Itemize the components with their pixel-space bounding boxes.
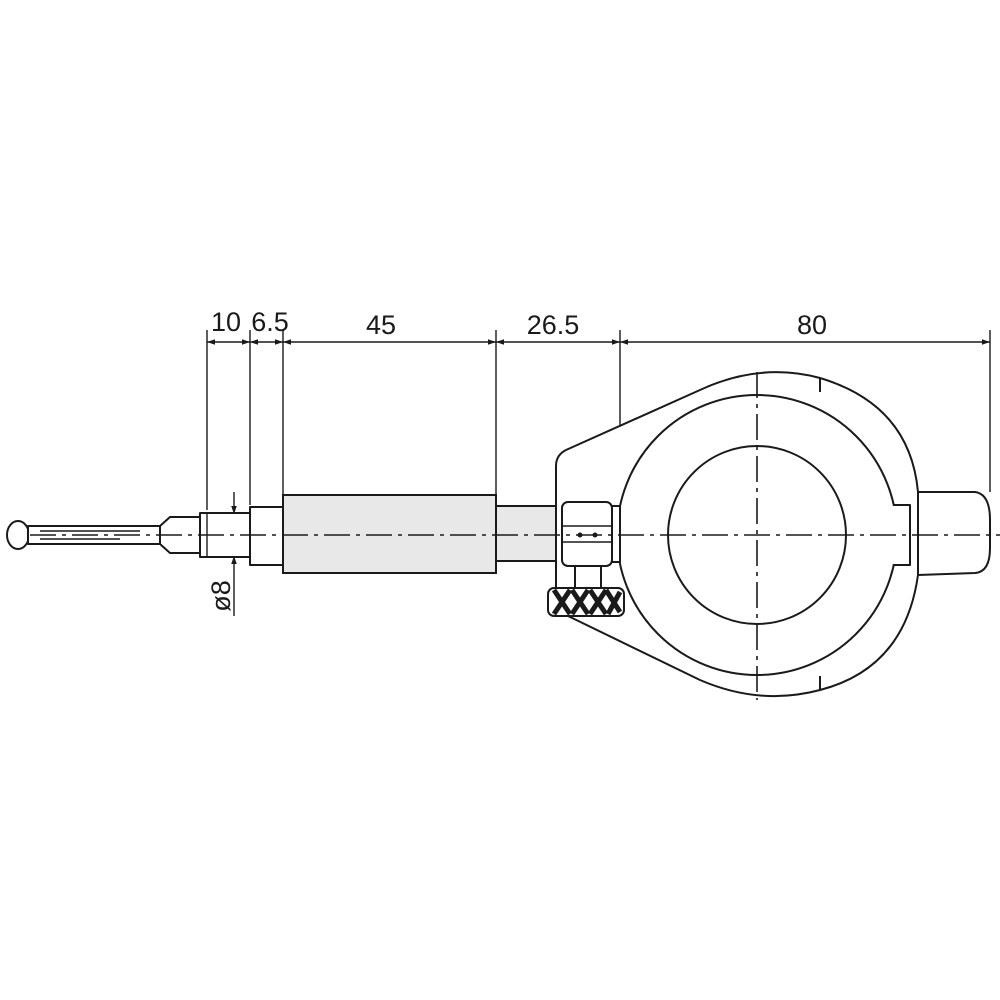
clamp-knob	[547, 587, 625, 617]
extension-lines	[206, 330, 991, 510]
center-lines	[30, 372, 1000, 700]
dim-label-6-5: 6.5	[251, 307, 289, 337]
dial-housing	[555, 371, 991, 698]
dim-label-26-5: 26.5	[527, 310, 580, 340]
grip-sleeve	[282, 494, 497, 574]
body-sleeve	[249, 494, 563, 574]
clamp-block	[561, 501, 613, 567]
dim-label-80: 80	[797, 310, 827, 340]
contact-point	[6, 512, 251, 558]
dim-label-10: 10	[211, 307, 241, 337]
clamp	[561, 501, 621, 589]
diameter-callout: ø8	[206, 492, 237, 616]
dim-label-diameter: ø8	[206, 580, 236, 612]
ball-tip	[6, 520, 30, 550]
clamp-screw-stem	[574, 565, 602, 589]
collar	[249, 506, 284, 566]
stem	[495, 505, 563, 562]
stem-cap	[893, 504, 911, 566]
dimension-labels: 10 6.5 45 26.5 80	[211, 307, 827, 340]
dim-label-45: 45	[366, 310, 396, 340]
